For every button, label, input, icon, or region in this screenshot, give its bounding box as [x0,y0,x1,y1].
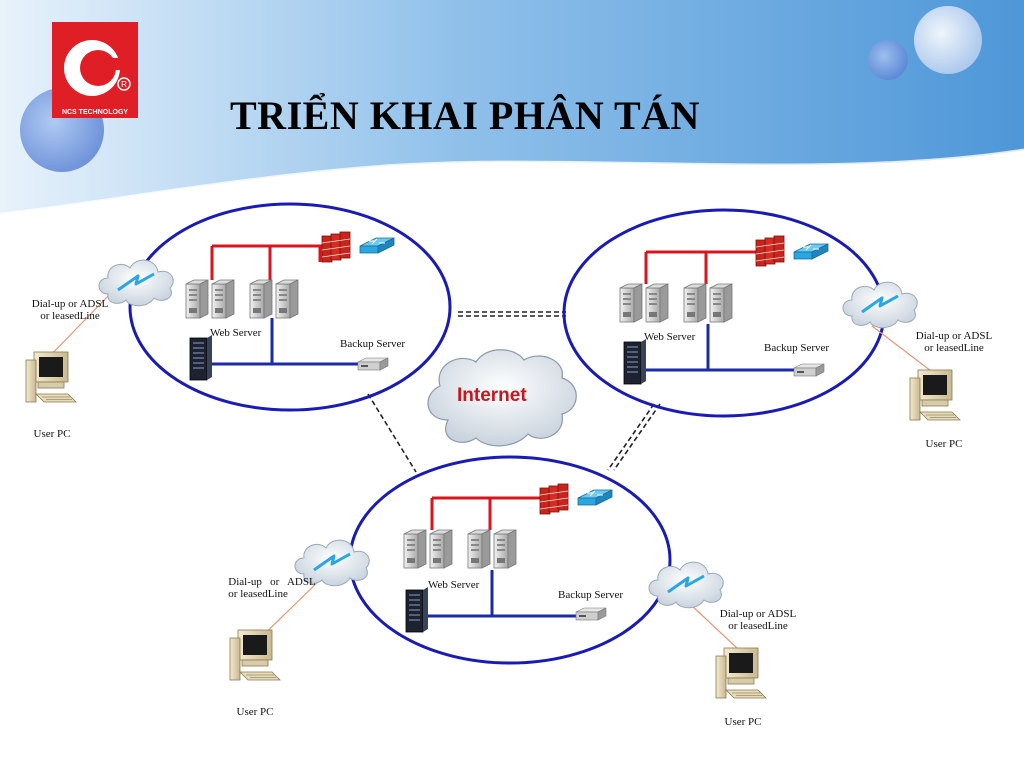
firewall-icon [321,231,351,263]
server-icon [403,529,427,569]
web-server-label: Web Server [644,331,696,343]
user-pc-label: User PC [925,438,963,450]
cluster-right [619,235,829,385]
lightning-cloud-icon [647,560,725,610]
user-pc-label: User PC [724,716,762,728]
server-icon [493,529,517,569]
web-server-label: Web Server [428,579,480,591]
internet-cloud-icon [427,349,577,447]
logo-text: NCS TECHNOLOGY [61,109,129,116]
rack-server-icon [189,334,213,381]
server-icon [211,279,235,319]
header-banner [0,0,1024,216]
lightning-cloud-icon [841,280,919,330]
cluster-left [185,231,395,381]
internet-label: Internet [457,385,527,406]
lightning-cloud-icon [97,258,175,308]
server-icon [467,529,491,569]
switch-icon [577,489,613,506]
backup-device-icon [793,363,825,377]
user-pc-icon [25,351,77,403]
backup-server-label: Backup Server [340,338,406,350]
user-pc-icon [715,647,767,699]
user-pc-icon [229,629,281,681]
svg-text:R: R [121,80,127,89]
server-icon [249,279,273,319]
bubble-decoration [868,40,908,80]
backup-device-icon [575,607,607,621]
firewall-icon [755,235,785,267]
interconnect-lines [367,311,661,473]
switch-icon [359,237,395,254]
user-pc-label: User PC [33,428,71,440]
logo-mark-icon: R [64,40,131,96]
server-icon [709,283,733,323]
server-icon [275,279,299,319]
firewall-icon [539,483,569,515]
logo-icon: R NCS TECHNOLOGY [52,22,138,118]
switch-icon [793,243,829,260]
backup-server-label: Backup Server [558,589,624,601]
slide-title: TRIỂN KHAI PHÂN TÁN [230,93,700,138]
rack-server-icon [405,586,429,633]
server-icon [619,283,643,323]
web-server-label: Web Server [210,327,262,339]
cluster-bottom [403,483,613,633]
server-icon [683,283,707,323]
user-pc-label: User PC [236,706,274,718]
rack-server-icon [623,338,647,385]
bubble-decoration [914,6,982,74]
server-icon [645,283,669,323]
backup-server-label: Backup Server [764,342,830,354]
server-icon [185,279,209,319]
user-pc-icon [909,369,961,421]
server-icon [429,529,453,569]
backup-device-icon [357,357,389,371]
cluster-left-boundary [128,202,452,412]
